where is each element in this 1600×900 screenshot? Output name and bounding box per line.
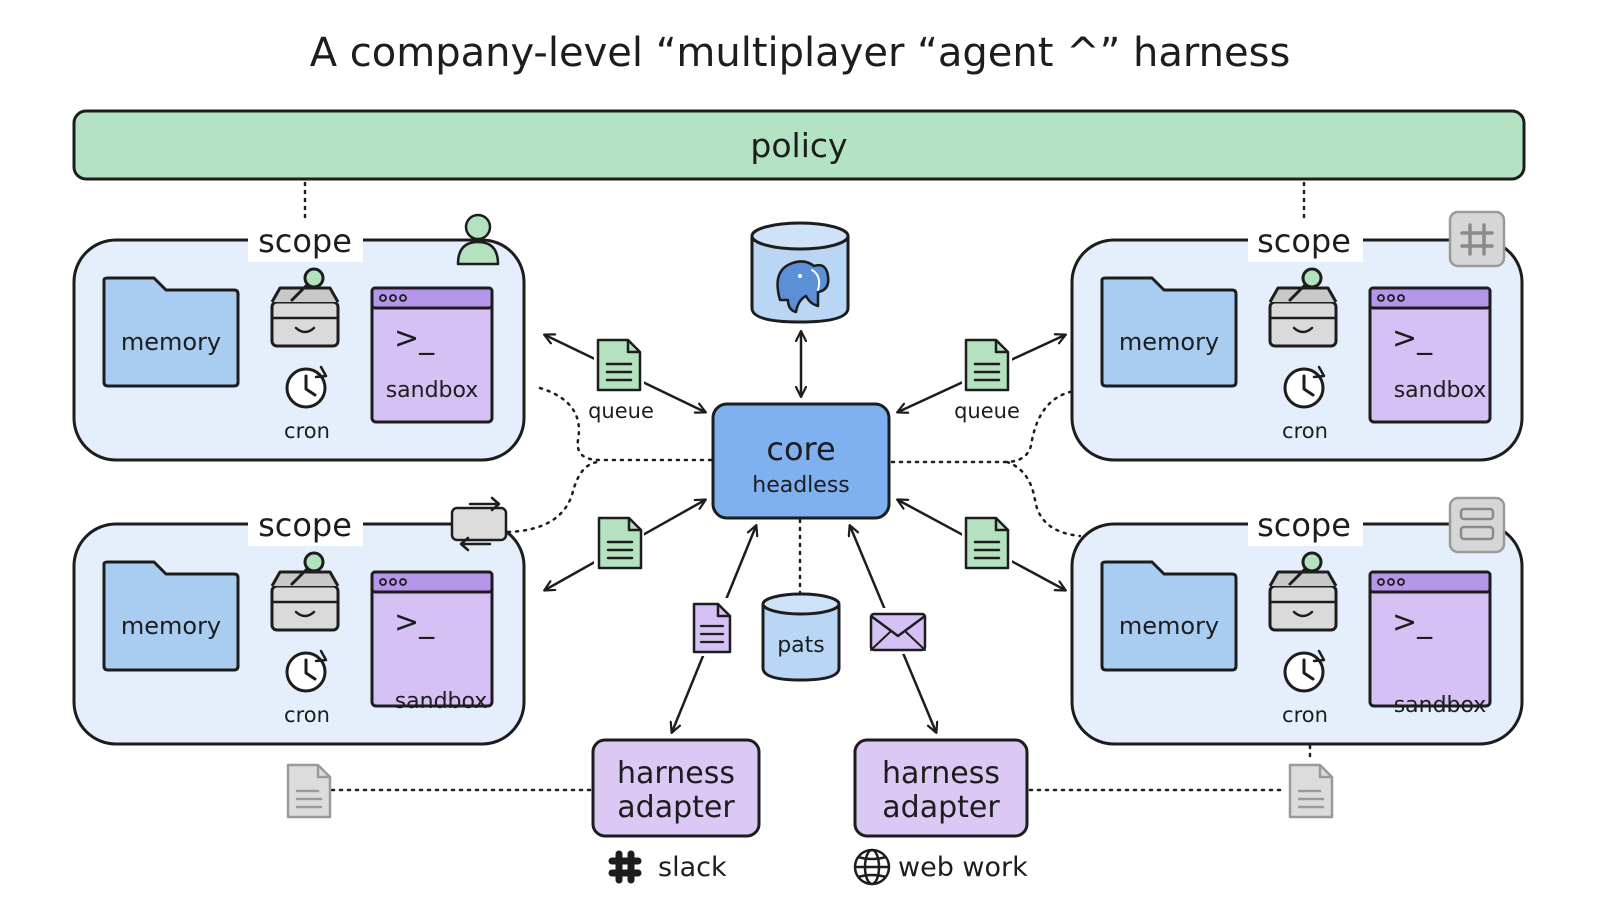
scope-label: scope <box>1257 506 1351 544</box>
postgres-database-icon[interactable] <box>750 221 850 324</box>
pats-label: pats <box>777 633 825 658</box>
memory-label: memory <box>1119 612 1219 640</box>
slack-channel[interactable]: slack <box>608 850 727 884</box>
sandbox-prompt: >_ <box>394 321 435 356</box>
gray-doc-icon-left <box>286 763 332 819</box>
sandbox-prompt: >_ <box>394 605 435 640</box>
harness-adapter-right[interactable]: harness adapter <box>853 738 1029 838</box>
pats-database[interactable]: pats <box>761 592 841 682</box>
web-work-label: web work <box>898 852 1028 883</box>
queue-doc-icon-left: queue <box>586 336 656 424</box>
slack-icon <box>608 850 642 884</box>
gray-doc-icon-right <box>1288 763 1334 819</box>
memory-label: memory <box>1119 328 1219 356</box>
policy-bar[interactable]: policy <box>72 109 1526 181</box>
adapter-line1: harness <box>882 756 1000 791</box>
sandbox-label: sandbox <box>1394 693 1487 718</box>
sandbox-label: sandbox <box>386 378 479 403</box>
purple-doc-icon <box>688 598 732 656</box>
queue-doc-icon-right: queue <box>952 336 1022 424</box>
elephant-icon <box>776 260 830 314</box>
cron-label: cron <box>1282 703 1328 727</box>
hash-icon <box>1448 210 1506 268</box>
user-icon <box>456 213 500 266</box>
memory-label: memory <box>121 612 221 640</box>
core-title: core <box>766 430 835 468</box>
cron-label: cron <box>284 703 330 727</box>
doc-icon-bottom-right <box>962 514 1012 576</box>
web-work-channel[interactable]: web work <box>853 848 1028 886</box>
scope-card-bottom-left[interactable]: scope memory cron >_ sandbox <box>72 496 526 746</box>
sandbox-label: sandbox <box>1394 378 1487 403</box>
scope-card-top-left[interactable]: scope memory cron >_ sandbox <box>72 213 526 462</box>
queue-label: queue <box>588 399 654 423</box>
layout-icon <box>1448 496 1506 554</box>
globe-icon <box>853 848 891 886</box>
sandbox-label: sandbox <box>395 689 488 714</box>
doc-icon-bottom-left <box>594 514 644 576</box>
cron-label: cron <box>284 419 330 443</box>
memory-label: memory <box>121 328 221 356</box>
policy-label: policy <box>750 126 847 165</box>
scope-label: scope <box>258 222 352 260</box>
adapter-line2: adapter <box>882 790 1000 825</box>
swap-icon <box>450 496 508 552</box>
adapter-line2: adapter <box>617 790 735 825</box>
core-node[interactable]: core headless <box>711 402 891 520</box>
cron-label: cron <box>1282 419 1328 443</box>
sandbox-prompt: >_ <box>1392 605 1433 640</box>
adapter-line1: harness <box>617 756 735 791</box>
diagram-title: A company-level “multiplayer “agent ^” h… <box>310 30 1291 76</box>
core-subtitle: headless <box>752 473 850 498</box>
scope-card-top-right[interactable]: scope memory cron >_ sandbox <box>1070 210 1524 462</box>
slack-label: slack <box>658 852 727 883</box>
sandbox-prompt: >_ <box>1392 321 1433 356</box>
mail-icon <box>866 608 928 654</box>
harness-adapter-left[interactable]: harness adapter <box>591 738 761 838</box>
scope-label: scope <box>258 506 352 544</box>
scope-card-bottom-right[interactable]: scope memory cron >_ sandbox <box>1070 496 1524 746</box>
scope-label: scope <box>1257 222 1351 260</box>
queue-label: queue <box>954 399 1020 423</box>
